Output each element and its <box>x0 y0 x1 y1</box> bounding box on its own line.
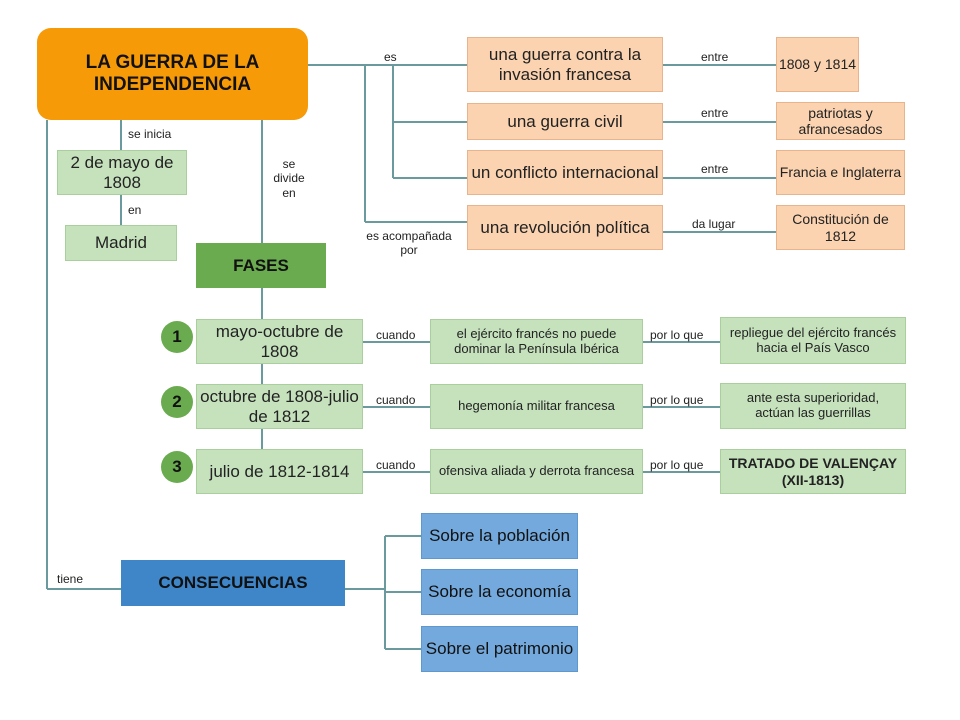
nature-box-1: una guerra contra la invasión francesa <box>467 37 663 92</box>
nature-link-2: entre <box>701 106 729 120</box>
nature-link-1: entre <box>701 50 729 64</box>
phase-period-1: mayo-octubre de 1808 <box>196 319 363 364</box>
consequence-population: Sobre la población <box>421 513 578 559</box>
phase-number-3: 3 <box>161 451 193 483</box>
phase-so-3: por lo que <box>650 458 704 472</box>
place-box: Madrid <box>65 225 177 261</box>
consequence-economy: Sobre la economía <box>421 569 578 615</box>
phase-when-3: cuando <box>376 458 416 472</box>
phase-event-2: hegemonía militar francesa <box>430 384 643 429</box>
phase-number-2: 2 <box>161 386 193 418</box>
consequence-heritage: Sobre el patrimonio <box>421 626 578 672</box>
nature-target-4: Constitución de 1812 <box>776 205 905 250</box>
label-en: en <box>128 203 142 217</box>
phase-so-2: por lo que <box>650 393 704 407</box>
main-title: LA GUERRA DE LA INDEPENDENCIA <box>37 28 308 120</box>
phase-so-1: por lo que <box>650 328 704 342</box>
phase-period-3: julio de 1812-1814 <box>196 449 363 494</box>
phase-number-1: 1 <box>161 321 193 353</box>
nature-box-3: un conflicto internacional <box>467 150 663 195</box>
label-es: es <box>384 50 397 64</box>
label-se-divide-en: se divide en <box>273 157 305 200</box>
nature-box-4: una revolución política <box>467 205 663 250</box>
fases-header: FASES <box>196 243 326 288</box>
phase-when-2: cuando <box>376 393 416 407</box>
phase-result-1: repliegue del ejército francés hacia el … <box>720 317 906 364</box>
consequences-header: CONSECUENCIAS <box>121 560 345 606</box>
label-se-inicia: se inicia <box>128 127 172 141</box>
phase-result-2: ante esta superioridad, actúan las guerr… <box>720 383 906 429</box>
phase-event-3: ofensiva aliada y derrota francesa <box>430 449 643 494</box>
phase-when-1: cuando <box>376 328 416 342</box>
nature-link-3: entre <box>701 162 729 176</box>
nature-target-1: 1808 y 1814 <box>776 37 859 92</box>
nature-link-4: da lugar <box>692 217 736 231</box>
nature-box-2: una guerra civil <box>467 103 663 140</box>
phase-result-3: TRATADO DE VALENÇAY (XII-1813) <box>720 449 906 494</box>
start-date-box: 2 de mayo de 1808 <box>57 150 187 195</box>
label-tiene: tiene <box>57 572 84 586</box>
label-es-acompanada-por: es acompañada por <box>366 229 452 258</box>
nature-target-3: Francia e Inglaterra <box>776 150 905 195</box>
phase-period-2: octubre de 1808-julio de 1812 <box>196 384 363 429</box>
nature-target-2: patriotas y afrancesados <box>776 102 905 140</box>
phase-event-1: el ejército francés no puede dominar la … <box>430 319 643 364</box>
